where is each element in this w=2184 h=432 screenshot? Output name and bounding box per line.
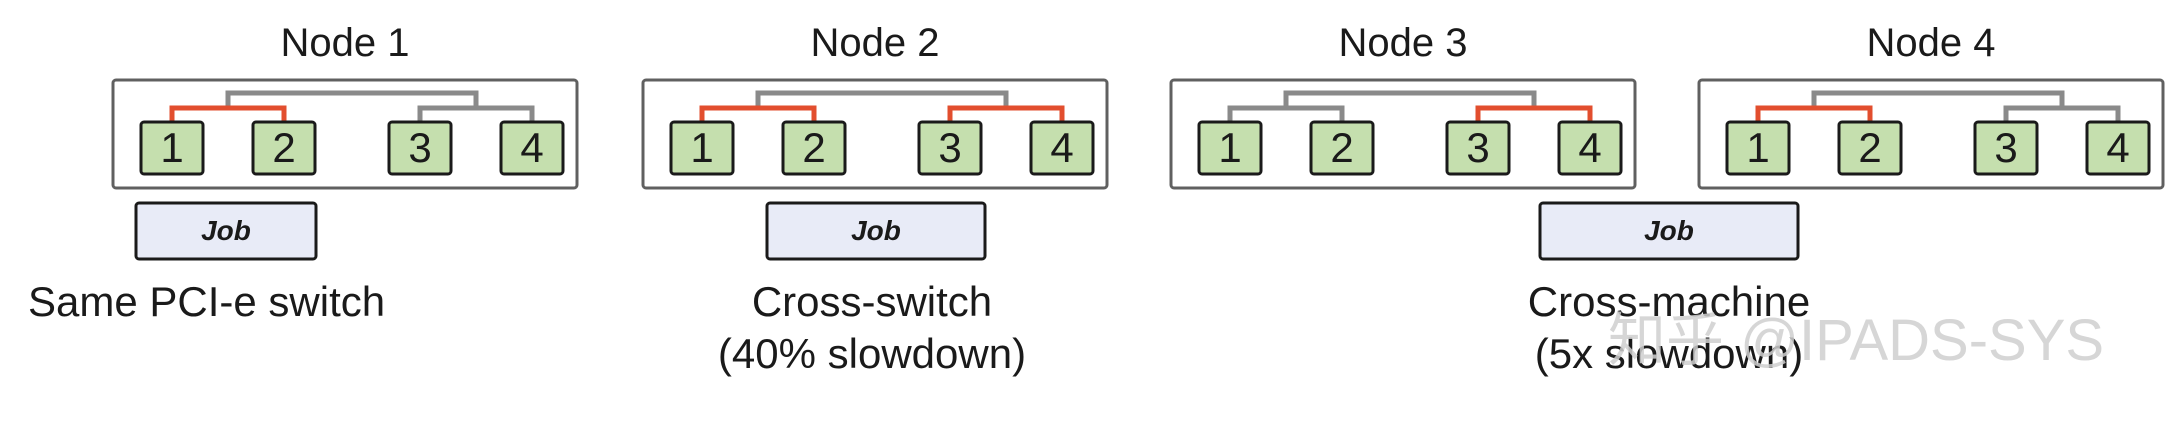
- gpu-box: [1029, 120, 1095, 176]
- job-box: [765, 201, 987, 261]
- caption-line: (40% slowdown): [718, 330, 1026, 377]
- inter-switch-link: [1811, 90, 2065, 108]
- right-switch-link: [2003, 105, 2121, 122]
- node-box: [641, 78, 1109, 190]
- gpu-label: 4: [1050, 124, 1073, 171]
- gpu-label: 1: [160, 124, 183, 171]
- gpu-label: 4: [2106, 124, 2129, 171]
- gpu-box: [669, 120, 735, 176]
- job-label: Job: [201, 215, 251, 246]
- job-box: [134, 201, 318, 261]
- gpu-box: [1197, 120, 1263, 176]
- node-title: Node 4: [1867, 21, 1996, 65]
- gpu-box: [1557, 120, 1623, 176]
- node-4: Node 4 1 2 3 4: [1697, 21, 2165, 190]
- left-switch-link: [699, 105, 817, 122]
- gpu-label: 4: [1578, 124, 1601, 171]
- node-2: Node 2 1 2 3 4: [641, 21, 1109, 190]
- gpu-label: 1: [690, 124, 713, 171]
- gpu-box: [251, 120, 317, 176]
- node-title: Node 2: [811, 21, 940, 65]
- inter-switch-link: [755, 90, 1009, 108]
- job-label: Job: [1644, 215, 1694, 246]
- right-switch-link: [947, 105, 1065, 122]
- node-box: [1169, 78, 1637, 190]
- job-box: [1538, 201, 1800, 261]
- gpu-box: [387, 120, 453, 176]
- gpu-label: 2: [1858, 124, 1881, 171]
- gpu-box: [499, 120, 565, 176]
- inter-switch-link: [225, 90, 479, 108]
- gpu-box: [781, 120, 847, 176]
- gpu-label: 4: [520, 124, 543, 171]
- caption-line: Cross-machine: [1528, 278, 1810, 325]
- gpu-box: [2085, 120, 2151, 176]
- right-switch-link: [1475, 105, 1593, 122]
- node-3: Node 3 1 2 3 4: [1169, 21, 1637, 190]
- gpu-label: 1: [1218, 124, 1241, 171]
- left-switch-link: [169, 105, 287, 122]
- gpu-label: 2: [1330, 124, 1353, 171]
- gpu-box: [1973, 120, 2039, 176]
- gpu-box: [1445, 120, 1511, 176]
- inter-switch-link: [1283, 90, 1537, 108]
- node-box: [111, 78, 579, 190]
- gpu-box: [1837, 120, 1903, 176]
- gpu-box: [1309, 120, 1375, 176]
- right-switch-link: [417, 105, 535, 122]
- node-title: Node 3: [1339, 21, 1468, 65]
- gpu-label: 2: [802, 124, 825, 171]
- gpu-box: [1725, 120, 1791, 176]
- gpu-box: [139, 120, 205, 176]
- gpu-label: 3: [1466, 124, 1489, 171]
- watermark: 知乎 @IPADS-SYS: [1608, 308, 2104, 373]
- gpu-label: 1: [1746, 124, 1769, 171]
- node-title: Node 1: [281, 21, 410, 65]
- caption-line: Same PCI-e switch: [28, 278, 385, 325]
- caption-line: (5x slowdown): [1535, 330, 1803, 377]
- left-switch-link: [1755, 105, 1873, 122]
- gpu-label: 3: [408, 124, 431, 171]
- caption-line: Cross-switch: [752, 278, 992, 325]
- node-1: Node 1 1 2 3 4: [111, 21, 579, 190]
- job-label: Job: [851, 215, 901, 246]
- gpu-box: [917, 120, 983, 176]
- left-switch-link: [1227, 105, 1345, 122]
- gpu-label: 3: [938, 124, 961, 171]
- node-box: [1697, 78, 2165, 190]
- gpu-label: 3: [1994, 124, 2017, 171]
- gpu-label: 2: [272, 124, 295, 171]
